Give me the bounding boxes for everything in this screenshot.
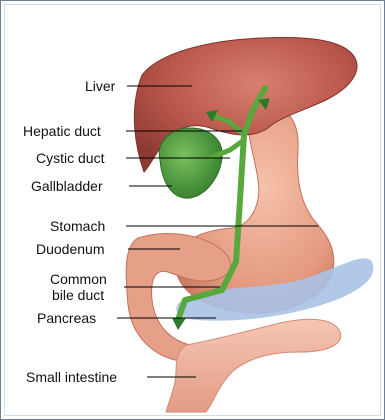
label-small-intestine: Small intestine: [26, 369, 117, 385]
label-common-bile-duct-line1: Common: [50, 271, 107, 287]
label-common-bile-duct-line2: bile duct: [52, 287, 104, 303]
label-duodenum: Duodenum: [36, 241, 105, 257]
label-gallbladder: Gallbladder: [31, 178, 103, 194]
small-intestine-shape: [166, 319, 341, 412]
label-cystic-duct: Cystic duct: [36, 150, 105, 166]
gallbladder-shape: [159, 128, 222, 198]
label-liver: Liver: [85, 78, 116, 94]
label-stomach: Stomach: [50, 218, 105, 234]
arrow-head: [172, 318, 186, 330]
label-hepatic-duct: Hepatic duct: [23, 123, 101, 139]
label-pancreas: Pancreas: [37, 310, 96, 326]
